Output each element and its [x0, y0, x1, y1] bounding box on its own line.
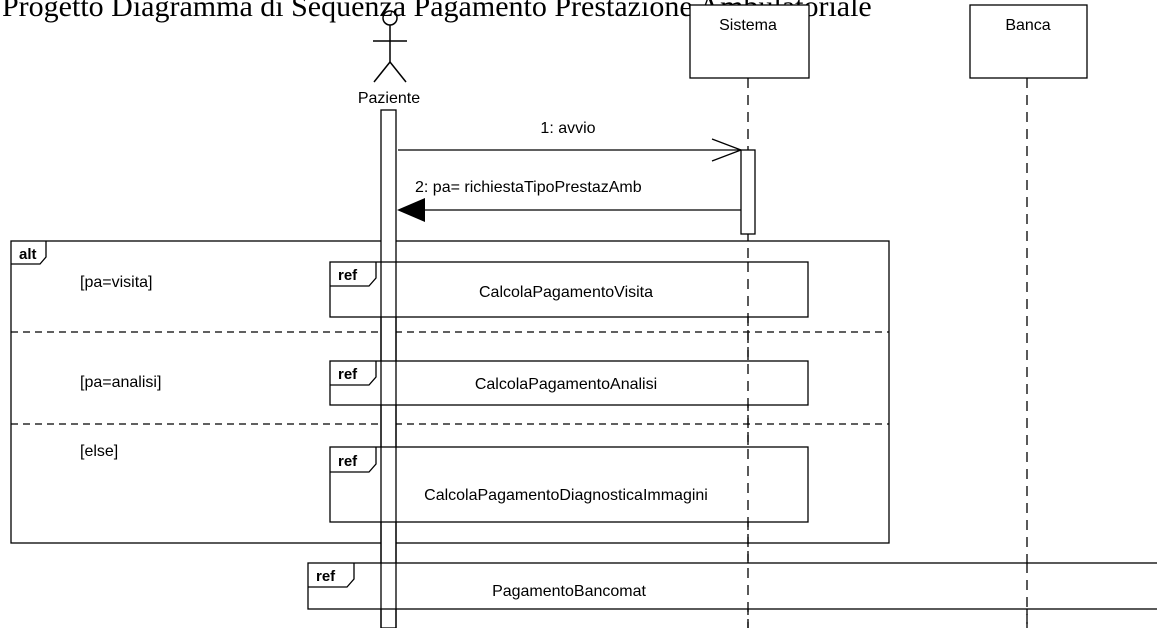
guard-visita: [pa=visita] [80, 274, 152, 291]
ref-calcola-diagnostica: ref CalcolaPagamentoDiagnosticaImmagini [329, 446, 809, 523]
message-label-avvio: 1: avvio [540, 120, 595, 137]
message-richiesta-tipo: 2: pa= richiestaTipoPrestazAmb [397, 179, 741, 222]
ref-tag: ref [338, 453, 358, 470]
open-arrowhead-icon [711, 138, 743, 162]
ref-pagamento-bancomat: ref PagamentoBancomat [307, 562, 1157, 610]
ref-label-analisi: CalcolaPagamentoAnalisi [475, 376, 657, 393]
participant-label-sistema: Sistema [719, 17, 777, 34]
ref-calcola-analisi: ref CalcolaPagamentoAnalisi [329, 360, 809, 406]
participant-banca: Banca [969, 4, 1088, 79]
diagram-caption: Progetto Diagramma di Sequenza Pagamento… [2, 0, 872, 23]
alt-tag-pentagon [11, 241, 47, 265]
lifeline-paziente-overlay [380, 262, 397, 628]
guard-else: [else] [80, 443, 118, 460]
lifeline-through-refs [747, 262, 1028, 628]
actor-label-paziente: Paziente [358, 90, 420, 107]
actor-paziente: Paziente [358, 10, 420, 107]
ref-calcola-visita: ref CalcolaPagamentoVisita [329, 261, 809, 318]
ref-label-diagnostica: CalcolaPagamentoDiagnosticaImmagini [424, 487, 708, 504]
actor-stick-figure-icon [373, 10, 407, 83]
alt-operator-label: alt [19, 246, 37, 263]
alt-fragment: alt [pa=visita] [pa=analisi] [else] [10, 240, 890, 544]
participant-sistema: Sistema [689, 4, 810, 79]
message-label-richiesta: 2: pa= richiestaTipoPrestazAmb [415, 179, 642, 196]
participant-label-banca: Banca [1005, 17, 1050, 34]
filled-arrowhead-icon [397, 198, 425, 222]
ref-tag: ref [338, 366, 358, 383]
ref-label-bancomat: PagamentoBancomat [492, 583, 646, 600]
ref-label-visita: CalcolaPagamentoVisita [479, 284, 653, 301]
guard-analisi: [pa=analisi] [80, 374, 161, 391]
message-avvio: 1: avvio [398, 120, 743, 162]
activation-bar-sistema [740, 149, 756, 235]
ref-tag: ref [316, 568, 336, 585]
ref-tag: ref [338, 267, 358, 284]
